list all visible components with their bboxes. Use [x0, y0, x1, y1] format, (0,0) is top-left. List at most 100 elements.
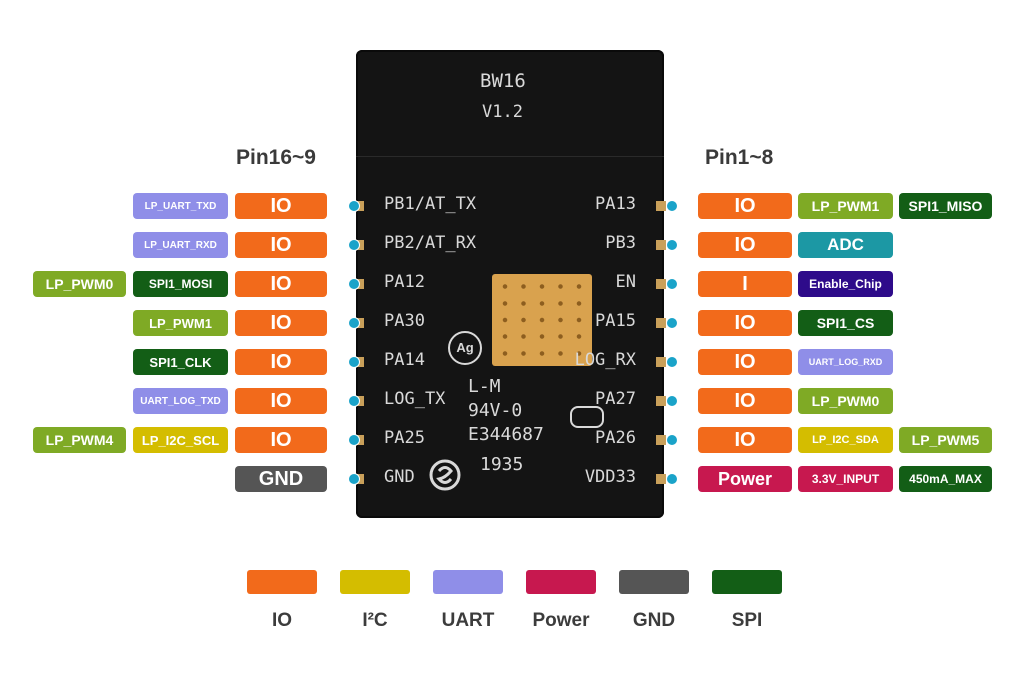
pad-via	[498, 313, 513, 327]
castellated-pad	[656, 396, 666, 406]
legend-label: SPI	[731, 610, 763, 631]
pin-type-label: Power	[698, 466, 792, 492]
pin-type-label: I	[698, 271, 792, 297]
ul-mark-icon	[570, 406, 604, 428]
pin-type-label: IO	[235, 310, 327, 336]
pin-type-label: IO	[698, 349, 792, 375]
legend-label: IO	[271, 610, 293, 631]
chip-marking: 94V-0	[468, 400, 523, 421]
chip-pin-label: PB1/AT_TX	[384, 194, 477, 214]
pin-function-label: 450mA_MAX	[899, 466, 992, 492]
legend-swatch	[340, 570, 410, 594]
module-version: V1.2	[482, 102, 523, 122]
pad-via	[534, 330, 550, 344]
pin-function-label: SPI1_CLK	[133, 349, 228, 375]
pad-via	[498, 347, 513, 360]
pad-via	[534, 313, 550, 327]
pin-connector-dot	[348, 395, 360, 407]
pin-connector-dot	[666, 200, 678, 212]
pad-via	[498, 280, 513, 293]
pin-function-label: LP_I2C_SCL	[133, 427, 228, 453]
pad-via	[553, 280, 568, 293]
pin-function-label: ADC	[798, 232, 893, 258]
pin-type-label: IO	[698, 388, 792, 414]
pin-type-label: IO	[698, 193, 792, 219]
pad-via	[571, 296, 586, 310]
pin-function-label: 3.3V_INPUT	[798, 466, 893, 492]
pad-via	[534, 280, 550, 293]
pad-via	[516, 347, 531, 360]
castellated-pad	[656, 201, 666, 211]
pin-connector-dot	[348, 317, 360, 329]
pin-function-label: SPI1_MISO	[899, 193, 992, 219]
chip-pin-label: PA14	[384, 350, 425, 370]
pad-via	[498, 296, 513, 310]
pin-connector-dot	[666, 239, 678, 251]
pin-connector-dot	[666, 434, 678, 446]
pin-function-label: LP_PWM5	[899, 427, 992, 453]
pin-connector-dot	[348, 434, 360, 446]
chip-marking: 1935	[480, 454, 524, 475]
pad-via	[516, 330, 531, 344]
pin-connector-dot	[666, 356, 678, 368]
pad-via	[553, 330, 568, 344]
legend-label: UART	[441, 610, 495, 631]
pad-via	[553, 296, 568, 310]
pin-connector-dot	[348, 200, 360, 212]
pin-type-label: GND	[235, 466, 327, 492]
legend-label: Power	[532, 610, 590, 631]
pin-type-label: IO	[235, 349, 327, 375]
pad-via	[516, 296, 531, 310]
legend-swatch	[433, 570, 503, 594]
chip-pin-label: GND	[384, 467, 415, 487]
right-pin-range-title: Pin1~8	[705, 146, 774, 169]
pad-via	[534, 347, 550, 360]
chip-marking: L-M	[468, 376, 501, 397]
chip-pin-label: VDD33	[584, 467, 636, 487]
pad-via	[571, 347, 586, 360]
pin-function-label: LP_PWM4	[33, 427, 126, 453]
pin-type-label: IO	[235, 193, 327, 219]
legend-swatch	[712, 570, 782, 594]
chip-pin-label: PA13	[595, 194, 636, 214]
castellated-pad	[656, 435, 666, 445]
left-pin-range-title: Pin16~9	[236, 146, 316, 169]
legend-label: I²C	[362, 610, 388, 631]
module-name: BW16	[480, 70, 526, 92]
pin-connector-dot	[348, 473, 360, 485]
pin-type-label: IO	[698, 232, 792, 258]
certification-logo-icon: Ag	[448, 331, 482, 365]
pin-function-label: LP_PWM1	[133, 310, 228, 336]
pin-function-label: Enable_Chip	[798, 271, 893, 297]
ground-pad	[492, 274, 592, 366]
pin-function-label: LP_PWM1	[798, 193, 893, 219]
chip-pin-label: PA27	[595, 389, 636, 409]
chip-pin-label: LOG_TX	[384, 389, 446, 409]
pin-function-label: UART_LOG_RXD	[798, 349, 893, 375]
chip-pin-label: PA12	[384, 272, 425, 292]
legend-swatch	[526, 570, 596, 594]
pin-connector-dot	[348, 239, 360, 251]
pin-connector-dot	[666, 278, 678, 290]
pad-via	[516, 280, 531, 293]
pad-via	[571, 313, 586, 327]
chip-pin-label: PA30	[384, 311, 425, 331]
pin-type-label: IO	[698, 427, 792, 453]
pin-function-label: SPI1_CS	[798, 310, 893, 336]
pad-via	[516, 313, 531, 327]
legend-label: GND	[632, 610, 676, 631]
castellated-pad	[656, 357, 666, 367]
pin-function-label: SPI1_MOSI	[133, 271, 228, 297]
pad-via	[571, 330, 586, 344]
chip-pin-label: PB3	[605, 233, 636, 253]
pin-function-label: LP_UART_TXD	[133, 193, 228, 219]
pin-function-label: UART_LOG_TXD	[133, 388, 228, 414]
pin-connector-dot	[348, 278, 360, 290]
chip-pin-label: LOG_RX	[574, 350, 636, 370]
chip-pin-label: EN	[615, 272, 636, 292]
pin-connector-dot	[666, 317, 678, 329]
castellated-pad	[656, 279, 666, 289]
legend-swatch	[247, 570, 317, 594]
chip-pin-label: PA25	[384, 428, 425, 448]
